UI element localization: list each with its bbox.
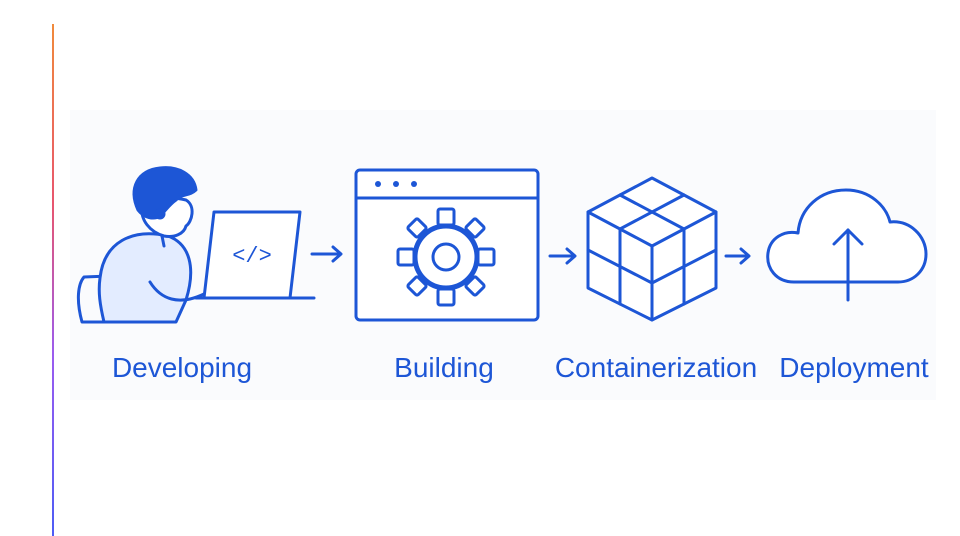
arrow-right-icon xyxy=(310,245,343,263)
cloud-upload-icon xyxy=(766,188,928,302)
gear-window-icon xyxy=(354,168,540,322)
stage-label-containerization: Containerization xyxy=(554,352,758,383)
cube-grid-icon xyxy=(586,176,718,322)
stage-label-building: Building xyxy=(394,352,494,383)
stage-label-deployment: Deployment xyxy=(779,352,929,383)
gear-icon xyxy=(396,207,496,307)
code-symbol: </> xyxy=(232,244,272,269)
developer-laptop-icon xyxy=(76,166,316,324)
stage-label-developing: Developing xyxy=(111,352,253,383)
gradient-accent-line xyxy=(52,24,54,536)
arrow-right-icon xyxy=(548,247,577,265)
arrow-right-icon xyxy=(724,247,751,265)
